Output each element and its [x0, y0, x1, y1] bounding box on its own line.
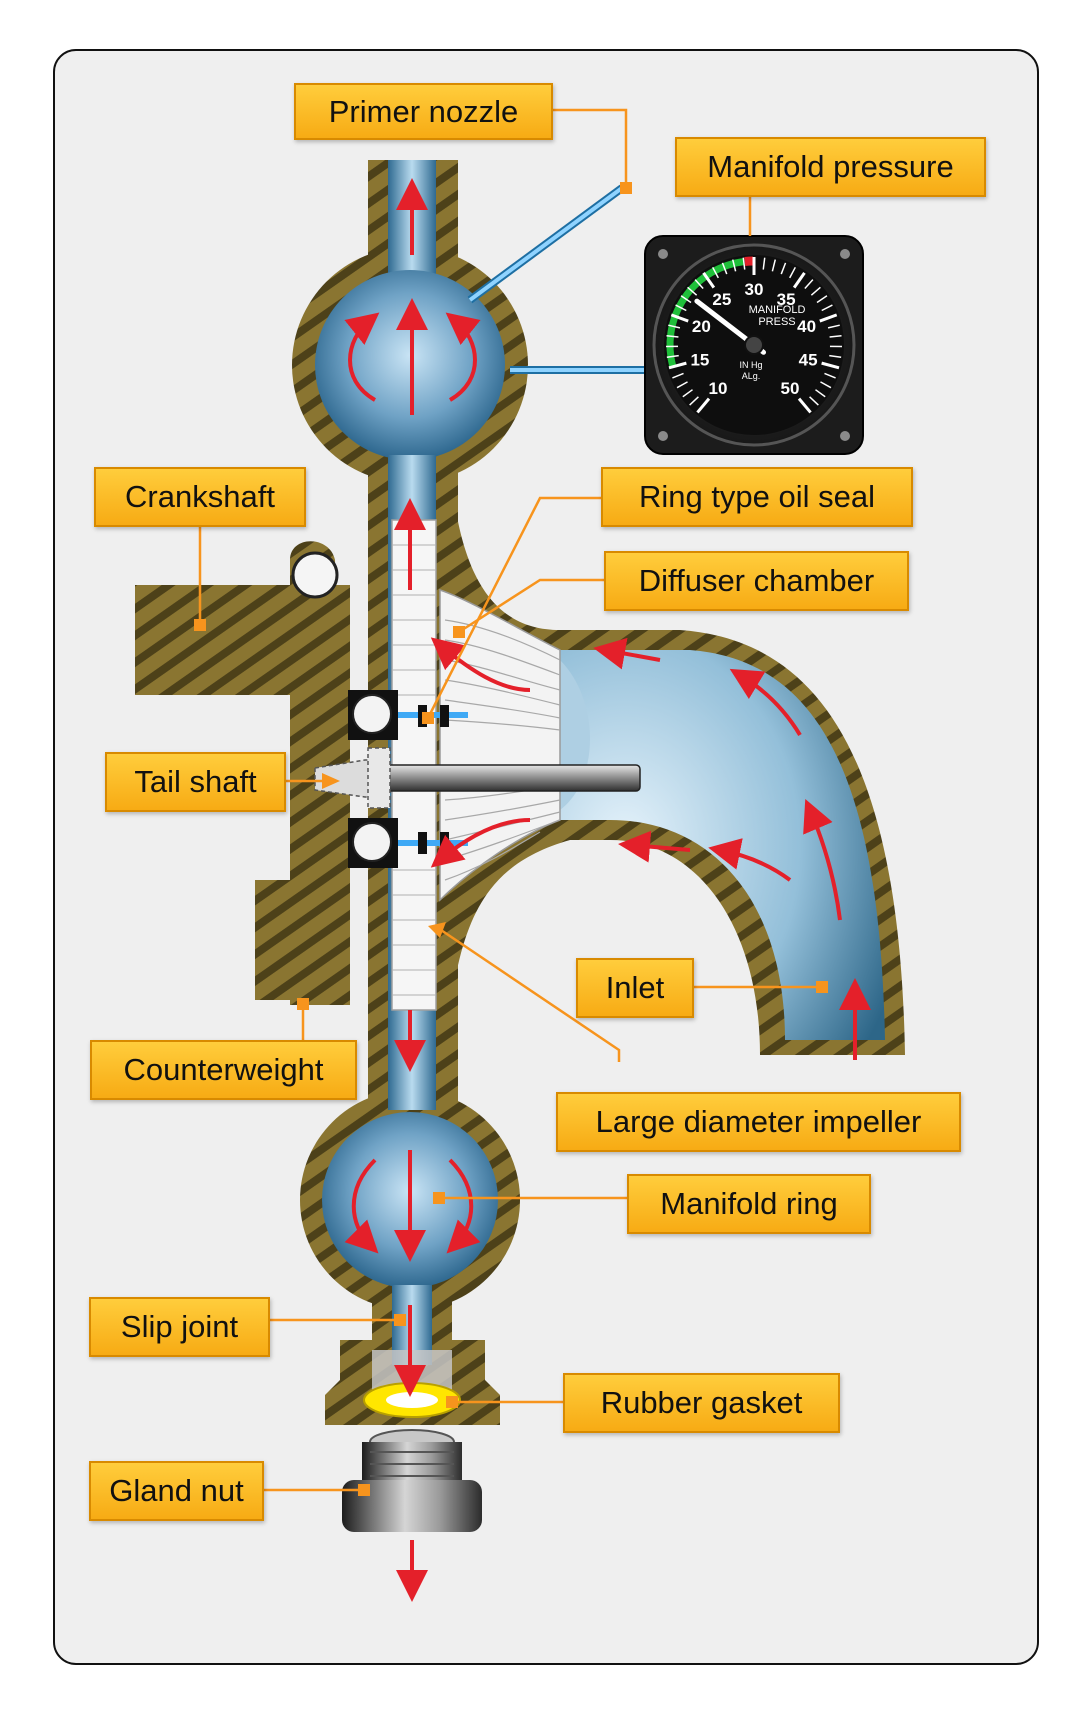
gauge-tick	[670, 313, 689, 323]
label-inlet: Inlet	[576, 958, 694, 1018]
gauge-tick	[721, 262, 728, 275]
gauge-tick	[687, 286, 698, 296]
gauge-tick	[694, 279, 704, 290]
label-ring-type-oil-seal: Ring type oil seal	[601, 467, 913, 527]
gauge-tick	[666, 335, 679, 338]
label-primer-nozzle: Primer nozzle	[294, 83, 553, 140]
gauge-tick	[792, 272, 806, 289]
gauge-tick	[680, 295, 692, 304]
gauge-tick	[829, 335, 842, 338]
gauge-tick	[682, 389, 693, 398]
gauge-title-2: PRESS	[758, 316, 795, 328]
gauge-title-1: MANIFOLD	[749, 304, 806, 316]
gauge-tick	[668, 361, 687, 370]
gauge-units-1: IN Hg	[739, 360, 762, 370]
gauge-tick	[815, 389, 826, 398]
gauge-tick	[804, 279, 814, 290]
gauge-tick	[797, 397, 812, 414]
gauge-tick	[789, 266, 796, 279]
gauge-number: 10	[709, 379, 728, 398]
label-large-diameter-impeller: Large diameter impeller	[556, 1092, 961, 1152]
gauge-tick	[829, 354, 842, 358]
label-diffuser-chamber: Diffuser chamber	[604, 551, 909, 611]
gauge-number: 40	[797, 317, 816, 336]
gauge-tick	[821, 361, 840, 370]
gauge-tick	[666, 354, 679, 358]
gauge-tick	[780, 262, 787, 275]
gauge-tick	[771, 259, 777, 272]
gauge-number: 25	[712, 290, 731, 309]
gauge-tick	[672, 372, 684, 379]
gauge-tick	[689, 396, 699, 406]
flow-arrows	[344, 178, 871, 1602]
gauge-red-line	[744, 256, 754, 266]
gauge-tick	[762, 257, 766, 270]
leader-lines	[198, 108, 822, 1492]
gauge-number: 50	[781, 379, 800, 398]
gauge-tick	[816, 295, 828, 304]
label-tail-shaft: Tail shaft	[105, 752, 286, 812]
gauge-tick	[819, 313, 838, 323]
gauge-tick	[821, 304, 833, 312]
label-slip-joint: Slip joint	[89, 1297, 270, 1357]
label-manifold-ring: Manifold ring	[627, 1174, 871, 1234]
gauge-tick	[696, 397, 711, 414]
gauge-units-2: ALg.	[742, 371, 761, 381]
label-rubber-gasket: Rubber gasket	[563, 1373, 840, 1433]
gauge-tick	[824, 372, 836, 379]
gauge-tick	[731, 259, 737, 272]
gauge-number: 45	[799, 350, 818, 369]
gauge-tick	[742, 257, 746, 270]
gauge-tick	[820, 381, 832, 389]
label-gland-nut: Gland nut	[89, 1461, 264, 1521]
gauge-tick	[675, 304, 687, 312]
gauge-tick	[702, 272, 716, 289]
gauge-number: 35	[777, 290, 796, 309]
gauge-tick	[668, 324, 681, 329]
gauge-ticks	[666, 256, 842, 414]
label-manifold-pressure: Manifold pressure	[675, 137, 986, 197]
gauge-tick	[809, 396, 819, 406]
diagram-frame	[53, 49, 1039, 1665]
label-counterweight: Counterweight	[90, 1040, 357, 1100]
gauge-tick	[810, 286, 821, 296]
gauge-tick	[676, 381, 688, 389]
gauge-number: 20	[692, 317, 711, 336]
gauge-number: 15	[690, 350, 709, 369]
tail-shaft	[314, 747, 641, 809]
primer-lines	[467, 184, 645, 374]
leader-ends	[194, 182, 828, 1496]
gauge-tick	[712, 266, 719, 279]
gland-nut-body	[342, 1480, 482, 1532]
gauge-number: 30	[745, 280, 764, 299]
label-crankshaft: Crankshaft	[94, 467, 306, 527]
gauge-tick	[827, 324, 840, 329]
crank-pin	[291, 551, 339, 599]
